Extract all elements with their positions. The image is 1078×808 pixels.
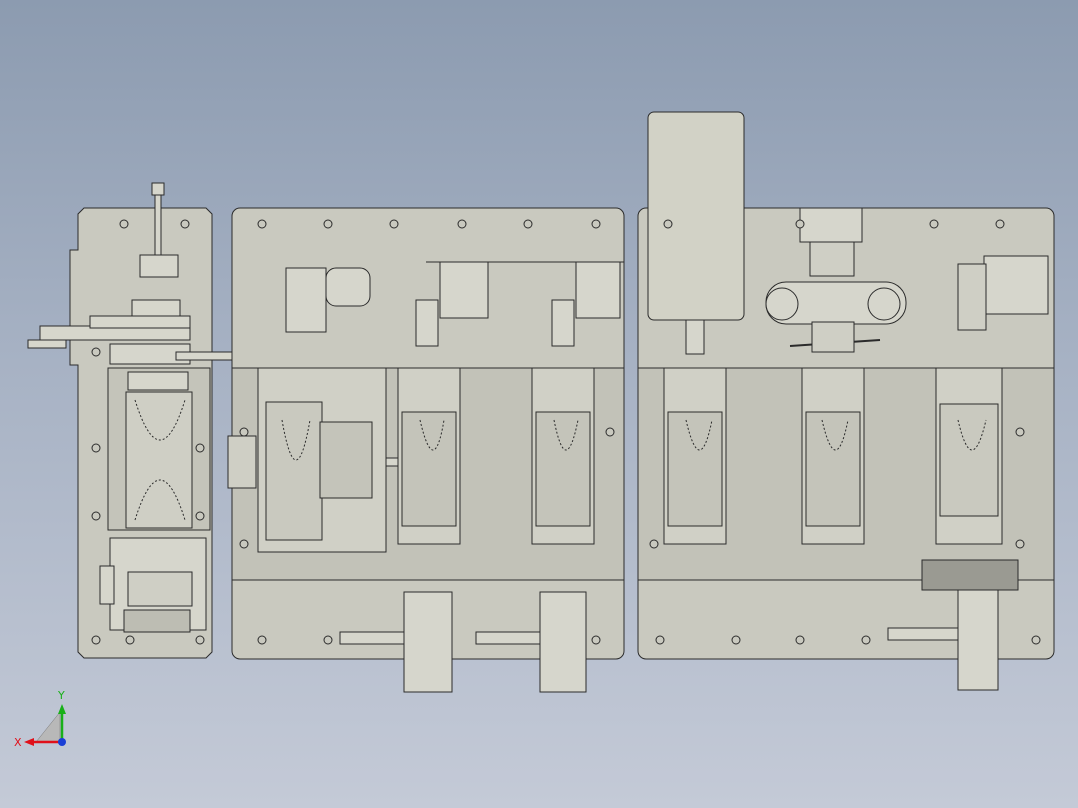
right-module[interactable]: [637, 111, 1055, 691]
x-axis-label: X: [14, 736, 22, 749]
left-module[interactable]: [27, 182, 239, 659]
middle-module[interactable]: [227, 207, 625, 693]
y-axis-label: Y: [57, 689, 65, 702]
axis-triad: Y X: [14, 689, 66, 749]
